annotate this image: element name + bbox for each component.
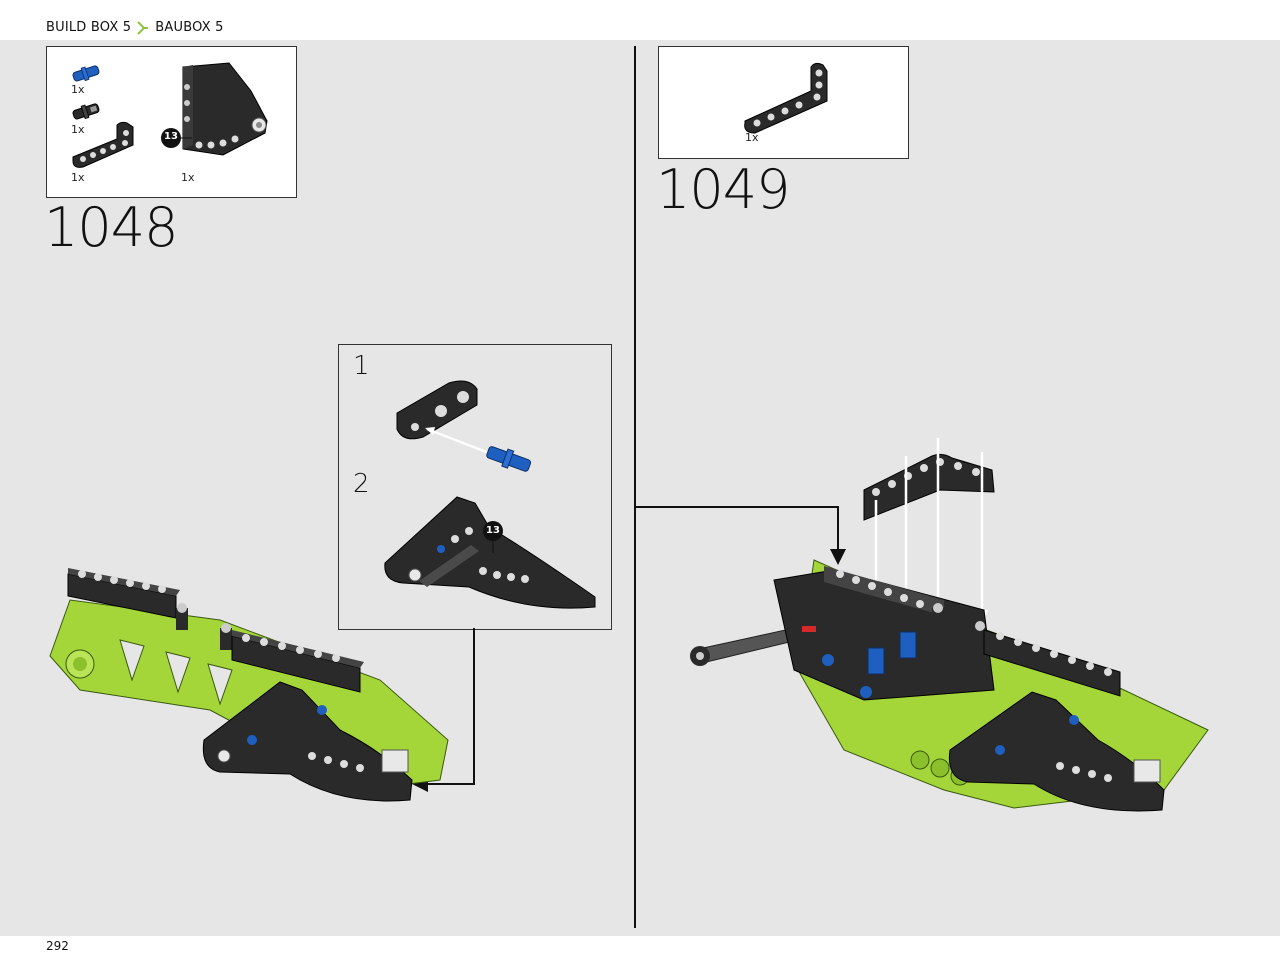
- substep-2-assembly: [384, 496, 596, 609]
- black-panel-subassembly-icon: [182, 62, 268, 156]
- callout-13-text: 13: [164, 131, 178, 142]
- substep-2-badge-text: 13: [486, 525, 500, 536]
- parts-list-1049: 1x: [658, 46, 909, 159]
- black-pin-icon: [72, 103, 100, 120]
- breadcrumb: BUILD BOX 5 BAUBOX 5: [46, 20, 224, 35]
- substep-1-assembly: [396, 380, 532, 472]
- substep-label-2: 2: [353, 469, 370, 499]
- page-header: BUILD BOX 5 BAUBOX 5: [0, 0, 1280, 40]
- black-l-beam-icon: [72, 121, 134, 168]
- breadcrumb-separator-icon: [137, 20, 149, 35]
- step-number-1048: 1048: [44, 196, 178, 259]
- step-1049-connector-arrow: [636, 506, 846, 565]
- breadcrumb-baubox: BAUBOX 5: [155, 20, 224, 35]
- qty-label: 1x: [71, 83, 85, 96]
- qty-label: 1x: [745, 131, 759, 144]
- breadcrumb-build-box: BUILD BOX 5: [46, 20, 132, 35]
- substep-label-1: 1: [353, 351, 370, 381]
- page-number: 292: [46, 939, 69, 953]
- model-1048-illustration: [49, 568, 449, 802]
- step-divider: [634, 46, 636, 928]
- blue-axle-pin-icon: [72, 65, 100, 82]
- black-l-beam-icon: [744, 62, 828, 134]
- substep-box: 1 2 13: [338, 344, 612, 630]
- qty-label: 1x: [181, 171, 195, 184]
- qty-label: 1x: [71, 123, 85, 136]
- callout-13-badge: [161, 128, 192, 148]
- qty-label: 1x: [71, 171, 85, 184]
- step-number-1049: 1049: [656, 158, 790, 221]
- model-1049-illustration: [690, 438, 1209, 812]
- parts-list-1048: 1x 1x 1x 1x 13: [46, 46, 297, 198]
